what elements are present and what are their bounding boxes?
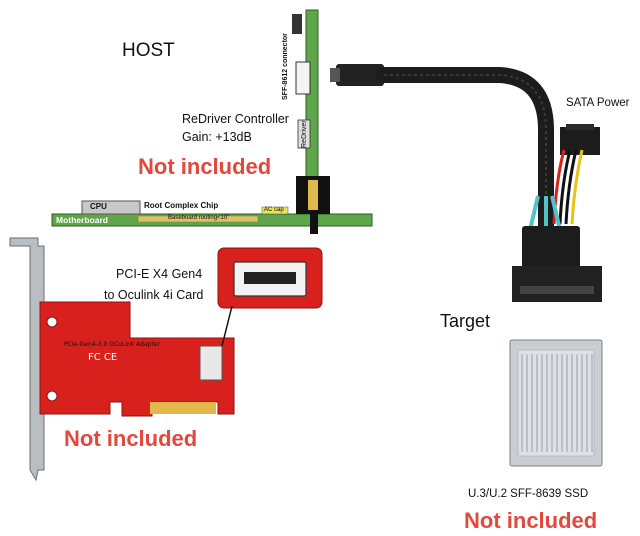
pcie-gold-fingers <box>150 402 216 414</box>
pcie-card-label-2: to Oculink 4i Card <box>104 288 204 302</box>
redriver-chip-label: ReDriver <box>301 120 308 148</box>
ac-cap-box <box>261 206 289 215</box>
redriver-controller-label: ReDriver Controller <box>182 112 289 126</box>
card-hole-2 <box>46 390 58 402</box>
main-cable-braid <box>384 74 547 226</box>
card-silk: PCIe-Gen4-3.0 OCuLink Adapter <box>64 341 160 348</box>
baseboard-routing-strip <box>137 215 259 223</box>
pcie-bracket <box>9 237 45 482</box>
host-label: HOST <box>122 40 175 61</box>
oculink-plug <box>336 64 384 86</box>
cyan-wire-1 <box>528 195 540 231</box>
cyan-wire-3 <box>550 195 562 231</box>
sata-wire-black2 <box>564 149 578 225</box>
ac-cap-label: AC cap <box>264 207 284 213</box>
sff8612-connector-label: SFF-8612 connector <box>282 33 289 100</box>
ssd-label: U.3/U.2 SFF-8639 SSD <box>468 488 589 500</box>
not-included-top: Not included <box>138 154 272 179</box>
gain-label: Gain: +13dB <box>182 130 252 144</box>
sata-power-plug <box>560 127 600 155</box>
cpu-label: CPU <box>90 202 107 211</box>
u2-connector-body <box>522 226 580 268</box>
card-fc-logo: FC CE <box>88 352 117 363</box>
not-included-left: Not included <box>64 426 198 451</box>
oculink-zoom-slot <box>244 272 296 284</box>
oculink-plug-tip <box>330 68 340 82</box>
sata-wire-red <box>552 149 566 225</box>
card-oculink-port <box>199 345 223 381</box>
u2-connector-face <box>512 266 602 302</box>
root-complex-chip-label: Root Complex Chip <box>144 201 219 210</box>
target-label: Target <box>440 311 491 331</box>
sata-wire-yellow <box>570 149 584 225</box>
pcie-card-label-1: PCI-E X4 Gen4 <box>116 267 203 281</box>
motherboard-label: Motherboard <box>56 215 108 225</box>
slot-foot <box>310 214 318 234</box>
sata-power-lip <box>566 124 594 130</box>
not-included-right: Not included <box>464 508 598 533</box>
u2-connector-slot <box>520 286 594 294</box>
card-hole-1 <box>46 316 58 328</box>
cpu-chip <box>81 200 141 215</box>
sata-wire-black1 <box>558 149 572 225</box>
sata-power-label: SATA Power <box>566 97 630 109</box>
redriver-chip-box <box>297 119 311 149</box>
zoom-pointer-line <box>221 305 233 347</box>
riser-top-bracket <box>292 14 302 34</box>
pcie-slot-gold <box>308 180 318 210</box>
baseboard-routing-label: Baseboard routing<10" <box>168 215 230 221</box>
sff8612-port <box>295 61 311 95</box>
